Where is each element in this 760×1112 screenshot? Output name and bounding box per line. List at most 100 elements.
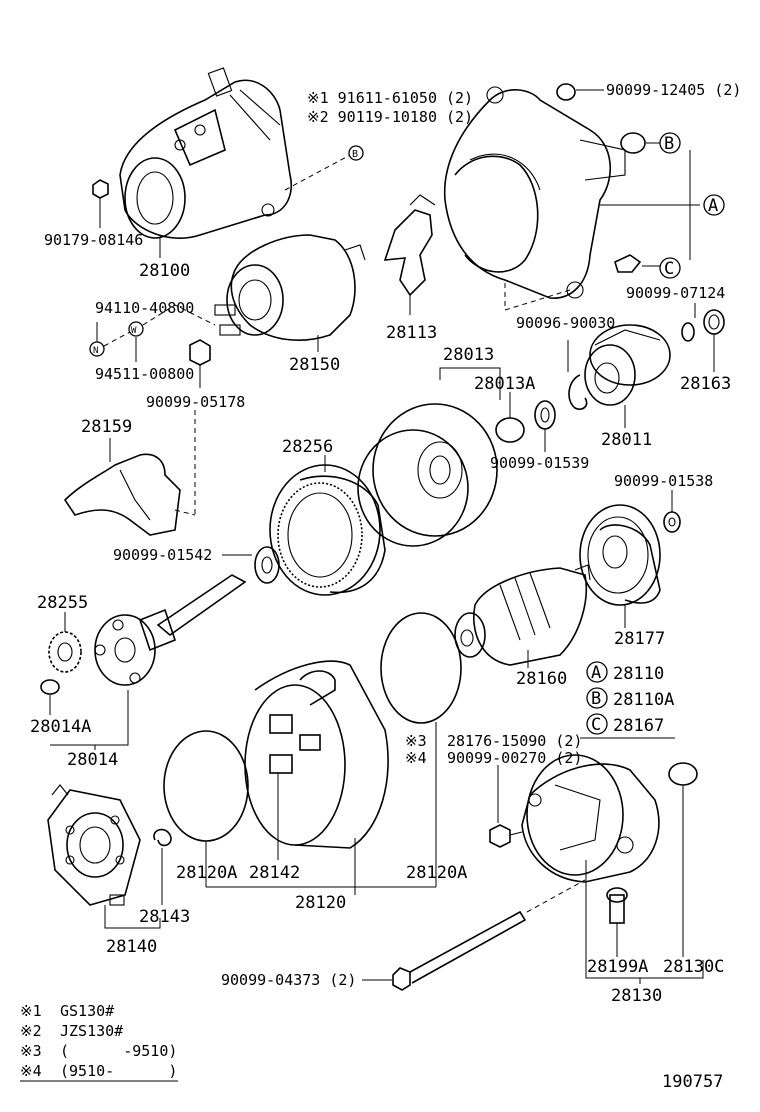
washer-01539-drawing — [534, 400, 556, 430]
clip-c-drawing — [614, 254, 642, 273]
label-28163: 28163 — [680, 374, 731, 394]
label-28150: 28150 — [289, 355, 340, 375]
cap-28163-drawing — [703, 309, 725, 335]
label-28160: 28160 — [516, 669, 567, 689]
screw-28176-drawing — [489, 824, 523, 848]
label-90099-07124: 90099-07124 — [626, 284, 725, 302]
footnote-4-mark: ※4 — [20, 1062, 42, 1080]
callout-b — [659, 132, 681, 154]
label-28130c: 28130C — [663, 957, 724, 977]
footnote-1-text: GS130# — [60, 1002, 114, 1020]
bushing-28130c-drawing — [668, 762, 698, 786]
armature-28160-drawing — [454, 564, 591, 666]
pinion-28255-drawing — [48, 631, 82, 673]
cover-28159-drawing — [63, 453, 181, 536]
label-90099-01542: 90099-01542 — [113, 546, 212, 564]
label-28120: 28120 — [295, 893, 346, 913]
bolt-90179-drawing — [92, 179, 109, 228]
callout-c-text: C — [664, 259, 674, 279]
washer-01538-drawing — [663, 511, 681, 533]
label-90099-05178: 90099-05178 — [146, 393, 245, 411]
label-90179-08146: 90179-08146 — [44, 231, 143, 249]
callout-a — [703, 194, 725, 216]
label-28120a-left: 28120A — [176, 863, 237, 883]
o-ring-left-drawing — [163, 730, 249, 842]
magnetic-switch-drawing — [214, 234, 366, 341]
footnote-2-text: JZS130# — [60, 1022, 123, 1040]
label-28177: 28177 — [614, 629, 665, 649]
figure-number: 190757 — [662, 1072, 723, 1092]
bolt-28199a-drawing — [606, 887, 628, 924]
callout-n-text: N — [93, 346, 98, 356]
legend-callout-b — [586, 687, 608, 709]
label-28167: 28167 — [613, 716, 664, 736]
callout-c — [659, 257, 681, 279]
legend-callout-c-text: C — [591, 715, 601, 735]
plate-28177-drawing — [579, 504, 661, 606]
legend-callout-c — [586, 713, 608, 735]
label-28011: 28011 — [601, 430, 652, 450]
label-28120a-right: 28120A — [406, 863, 467, 883]
label-28143: 28143 — [139, 907, 190, 927]
footnote-3-mark: ※3 — [20, 1042, 42, 1060]
label-94511-00800: 94511-00800 — [95, 365, 194, 383]
footnote-2-mark: ※2 — [20, 1022, 42, 1040]
planetary-shaft-drawing — [94, 574, 247, 686]
label-28255: 28255 — [37, 593, 88, 613]
footnote-3-text: ( -9510) — [60, 1042, 177, 1060]
label-28014a: 28014A — [30, 717, 91, 737]
o-ring-right-drawing — [380, 612, 462, 724]
label-28159: 28159 — [81, 417, 132, 437]
label-28013a: 28013A — [474, 374, 535, 394]
bushing-b-drawing — [620, 132, 646, 154]
brush-holder-drawing — [47, 784, 141, 906]
starter-assembly-drawing — [119, 67, 292, 239]
housing-drawing — [443, 86, 626, 299]
label-90099-00270: 90099-00270 (2) — [447, 749, 582, 767]
label-90099-12405: 90099-12405 (2) — [606, 81, 741, 99]
label-90099-01538: 90099-01538 — [614, 472, 713, 490]
label-note-4: ※4 — [405, 749, 427, 767]
yoke-28013-drawing — [357, 403, 498, 547]
nut-05178-drawing — [189, 339, 211, 366]
footnotes: ※1 GS130# ※2 JZS130# ※3 ( -9510) ※4 (951… — [20, 1002, 178, 1082]
label-28199a: 28199A — [587, 957, 648, 977]
label-94110-40800: 94110-40800 — [95, 299, 194, 317]
footnote-4-text: (9510- ) — [60, 1062, 177, 1080]
lever-28113-drawing — [383, 194, 436, 297]
label-28142: 28142 — [249, 863, 300, 883]
label-91611-61050: ※1 91611-61050 (2) — [307, 89, 473, 107]
label-28110: 28110 — [613, 664, 664, 684]
label-note-3: ※3 — [405, 732, 427, 750]
clutch-28011-drawing — [584, 324, 671, 406]
bushing-28013a-drawing — [495, 417, 525, 443]
label-90099-04373: 90099-04373 (2) — [221, 971, 356, 989]
label-28256: 28256 — [282, 437, 333, 457]
legend-callout-b-text: B — [591, 689, 601, 709]
bushing-28014a-drawing — [40, 679, 60, 695]
callout-w-text: W — [131, 326, 137, 336]
label-28014: 28014 — [67, 750, 118, 770]
label-28013: 28013 — [443, 345, 494, 365]
label-28176-15090: 28176-15090 (2) — [447, 732, 582, 750]
nut-12405-drawing — [556, 83, 576, 101]
end-frame-drawing — [521, 754, 660, 883]
label-28140: 28140 — [106, 937, 157, 957]
legend-callout-a-text: A — [591, 663, 601, 683]
label-90096-90030: 90096-90030 — [516, 314, 615, 332]
internal-gear-drawing — [269, 464, 386, 596]
field-frame-drawing — [244, 660, 389, 849]
label-90099-01539: 90099-01539 — [490, 454, 589, 472]
callout-b-small — [348, 145, 364, 161]
label-28110a: 28110A — [613, 690, 674, 710]
label-28130: 28130 — [611, 986, 662, 1006]
callout-a-text: A — [708, 196, 718, 216]
footnote-1-mark: ※1 — [20, 1002, 42, 1020]
label-28113: 28113 — [386, 323, 437, 343]
label-28100: 28100 — [139, 261, 190, 281]
snap-ring-drawing — [568, 374, 588, 410]
callout-w — [128, 321, 144, 337]
washer-01542-drawing — [254, 546, 280, 584]
